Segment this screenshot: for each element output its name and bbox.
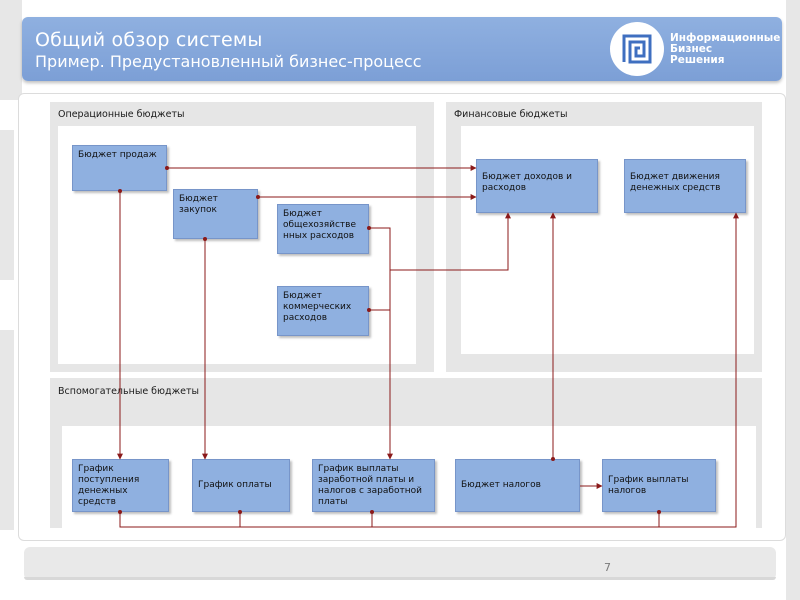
logo-line-1: Информационные bbox=[670, 32, 781, 44]
logo-mark-icon bbox=[610, 22, 664, 76]
background-decoration bbox=[0, 330, 14, 530]
slide-footer: 7 bbox=[24, 547, 776, 580]
slide-title: Общий обзор системы bbox=[35, 29, 263, 51]
background-decoration bbox=[786, 0, 800, 600]
group-label-financial: Финансовые бюджеты bbox=[454, 109, 568, 120]
node-general-expenses-budget: Бюджет общехозяйстве нных расходов bbox=[277, 204, 369, 254]
node-cash-receipts-schedule: График поступления денежных средств bbox=[72, 459, 169, 512]
background-decoration bbox=[0, 0, 22, 100]
page-number: 7 bbox=[604, 561, 611, 574]
footer-divider bbox=[24, 577, 776, 580]
logo-line-2: Бизнес bbox=[670, 43, 713, 55]
background-decoration bbox=[0, 130, 14, 280]
group-label-operational: Операционные бюджеты bbox=[58, 109, 185, 120]
node-purchases-budget: Бюджет закупок bbox=[173, 189, 258, 239]
slide-subtitle: Пример. Предустановленный бизнес-процесс bbox=[35, 52, 422, 71]
node-commercial-expenses-budget: Бюджет коммерческих расходов bbox=[277, 286, 369, 336]
slide-header: Общий обзор системы Пример. Предустановл… bbox=[22, 17, 782, 81]
node-tax-budget: Бюджет налогов bbox=[455, 459, 580, 512]
node-tax-payment-schedule: График выплаты налогов bbox=[602, 459, 716, 512]
node-income-expenses-budget: Бюджет доходов и расходов bbox=[476, 159, 598, 213]
node-cash-flow-budget: Бюджет движения денежных средств bbox=[624, 159, 746, 213]
company-logo: Информационные Бизнес Решения bbox=[610, 22, 780, 76]
logo-text: Информационные Бизнес Решения bbox=[670, 33, 780, 66]
logo-line-3: Решения bbox=[670, 54, 725, 66]
node-sales-budget: Бюджет продаж bbox=[72, 145, 167, 191]
node-salary-payment-schedule: График выплаты заработной платы и налого… bbox=[312, 459, 435, 512]
group-label-auxiliary: Вспомогательные бюджеты bbox=[58, 386, 200, 397]
node-payment-schedule: График оплаты bbox=[192, 459, 290, 512]
